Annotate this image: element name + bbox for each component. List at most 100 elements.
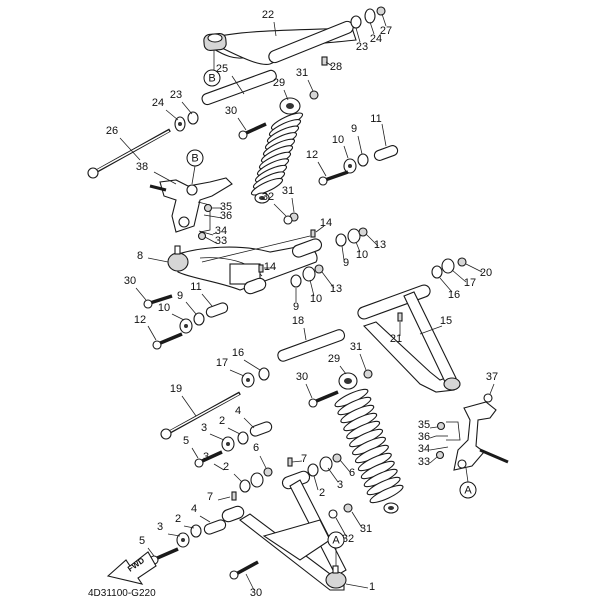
leader-line-24: [369, 21, 375, 35]
washer-3-c: [319, 456, 333, 472]
callout-2: 2: [223, 461, 229, 473]
reference-marker-a: A: [327, 531, 345, 566]
leader-line-30: [245, 573, 255, 591]
leader-line-10: [309, 279, 315, 297]
washer-24-left: [174, 116, 186, 132]
leader-line-24: [165, 109, 179, 121]
callout-23: 23: [170, 89, 182, 101]
leader-line-9: [341, 245, 345, 261]
lower-arm: [221, 470, 347, 591]
callout-29: 29: [273, 77, 285, 89]
callout-25: 25: [216, 63, 228, 75]
callout-10: 10: [310, 293, 322, 305]
bolt-12-left: [152, 332, 183, 350]
collar-4-lower: [203, 519, 227, 535]
callout-31: 31: [282, 185, 294, 197]
callout-36: 36: [418, 431, 430, 443]
bolt-12-upper: [318, 170, 349, 186]
washer-10-left: [179, 318, 193, 334]
callout-3: 3: [337, 479, 343, 491]
leader-line-10: [171, 313, 185, 321]
shock-absorber-lower: [334, 372, 404, 514]
bolt-30-left: [143, 294, 173, 309]
leader-line-32: [335, 517, 347, 537]
leader-line-29: [339, 365, 347, 375]
leader-line-3: [327, 467, 339, 483]
leader-line-7: [291, 460, 303, 463]
bolt-5-upper: [194, 450, 223, 468]
bushing-2-c: [307, 463, 319, 477]
callout-30: 30: [250, 587, 262, 599]
leader-line-1: [345, 583, 369, 589]
leader-line-30: [135, 287, 147, 301]
bolt-30-top: [238, 122, 267, 140]
leader-line-11: [381, 123, 387, 147]
callout-31: 31: [296, 67, 308, 79]
callout-5: 5: [139, 535, 145, 547]
callout-33: 33: [215, 235, 227, 247]
callout-30: 30: [225, 105, 237, 117]
callout-2: 2: [175, 513, 181, 525]
reference-letter: B: [208, 73, 215, 85]
callout-20: 20: [480, 267, 492, 279]
leader-line-16: [439, 277, 453, 293]
callout-6: 6: [253, 442, 259, 454]
callout-labels: 2223242728252324262931301191012383536343…: [106, 9, 498, 599]
grease-nipple-7-b: [287, 457, 293, 467]
nut-13-r2: [314, 264, 324, 274]
callout-30: 30: [296, 371, 308, 383]
grease-nipple-14-upper: [310, 229, 316, 238]
callout-22: 22: [262, 9, 274, 21]
grease-nipple-14-lower: [258, 264, 264, 273]
washer-3-d: [176, 532, 190, 548]
leader-line-30: [305, 383, 313, 399]
callout-23: 23: [356, 41, 368, 53]
reference-marker-b: B: [203, 50, 221, 87]
bolt-19: [160, 391, 241, 440]
callout-7: 7: [301, 453, 307, 465]
callout-38: 38: [136, 161, 148, 173]
callout-10: 10: [332, 134, 344, 146]
leader-line-33: [204, 236, 217, 244]
spring-coil: [369, 484, 404, 504]
callout-30: 30: [124, 275, 136, 287]
leader-line-2: [183, 525, 195, 529]
callout-21: 21: [390, 333, 402, 345]
cotter-pin-34-lower: [435, 446, 449, 450]
callout-13: 13: [374, 239, 386, 251]
callout-12: 12: [134, 314, 146, 326]
bolt-30-mid: [308, 390, 339, 408]
callout-16: 16: [232, 347, 244, 359]
callout-10: 10: [356, 249, 368, 261]
leader-line-31: [351, 511, 363, 529]
washer-10-r2: [302, 266, 316, 282]
callout-36: 36: [220, 210, 232, 222]
spring-coil: [250, 177, 284, 196]
nut-13-r1: [358, 227, 368, 237]
callout-8: 8: [137, 250, 143, 262]
leader-line-12: [317, 161, 327, 177]
callout-6: 6: [349, 467, 355, 479]
leader-line-23: [181, 101, 193, 115]
steering-knuckle-left: [149, 177, 233, 233]
callout-4: 4: [191, 503, 197, 515]
bushing-9-r1: [335, 233, 347, 247]
callout-18: 18: [292, 315, 304, 327]
callout-24: 24: [370, 33, 382, 45]
bushing-23-left: [187, 111, 199, 125]
bushing-9-r2: [290, 274, 302, 288]
callout-37: 37: [486, 371, 498, 383]
reference-letter: A: [464, 485, 472, 497]
callout-4: 4: [235, 405, 241, 417]
bushing-2-b: [239, 479, 251, 493]
washer-32-mid: [283, 215, 293, 225]
leader-line-17: [451, 269, 467, 283]
grease-nipple-21: [397, 312, 403, 322]
callout-11: 11: [370, 113, 381, 125]
washer-10-upper: [343, 158, 357, 174]
callout-2: 2: [219, 415, 225, 427]
leader-line-35: [429, 426, 438, 429]
leader-line-31: [307, 79, 314, 92]
grease-nipple-28: [321, 56, 328, 66]
